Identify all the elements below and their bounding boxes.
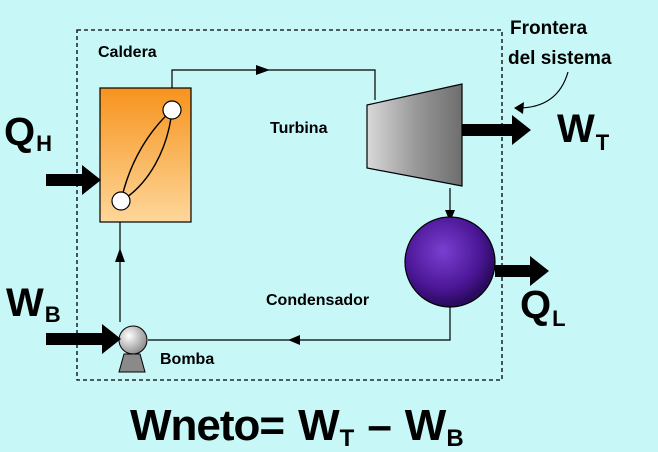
q-h-symbol: QH [4,110,52,156]
condenser [404,216,496,308]
pump [118,325,148,355]
bomba-label: Bomba [160,351,214,368]
system-boundary [76,29,503,381]
turbina-label: Turbina [270,120,328,137]
turbine [366,83,463,187]
boundary-callout-line [517,71,569,109]
frontera-label-line1: Frontera [510,18,588,39]
w-t-arrow [462,115,531,145]
flow-arrow-return [288,335,300,345]
q-l-arrow [495,256,549,286]
caldera-label: Caldera [98,44,157,61]
net-work-equation: Wneto=WT–WB [130,401,463,452]
q-l-symbol: QL [520,283,566,331]
flow-arrow-top [256,65,270,75]
pump-base [118,353,146,373]
boiler-header-top [162,100,182,120]
w-b-arrow [46,324,121,354]
frontera-label-line2: del sistema [508,48,612,69]
flow-arrow-turbine-down [445,210,455,222]
q-h-arrow [46,165,101,195]
flow-arrow-up [115,248,125,262]
w-b-symbol: WB [6,281,61,327]
boundary-callout-head [514,102,524,114]
condensador-label: Condensador [266,292,369,309]
w-t-symbol: WT [557,107,610,155]
boiler-header-bottom [111,191,131,211]
boiler-tubes [120,109,173,202]
energy-arrows [46,115,549,354]
